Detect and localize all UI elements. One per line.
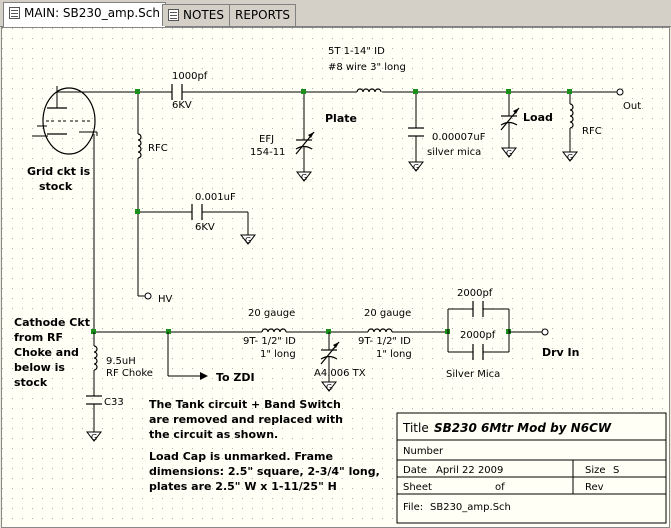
grid-note-2: stock xyxy=(39,180,73,193)
number-label: Number xyxy=(403,446,444,457)
cathode-note-5: stock xyxy=(14,376,48,389)
ground-label-6: G xyxy=(91,433,97,442)
cap-001-voltage: 6KV xyxy=(195,222,215,233)
tab-notes[interactable]: NOTES xyxy=(162,4,230,26)
note-line-1: The Tank circuit + Band Switch xyxy=(149,398,341,411)
plate-label: Plate xyxy=(325,112,357,125)
file-label: File: xyxy=(403,502,423,513)
note-line-6: plates are 2.5" W x 1-11/25" H xyxy=(149,480,337,493)
grid-note-1: Grid ckt is xyxy=(27,165,91,178)
drv-in-terminal xyxy=(541,328,549,336)
title-value: SB230 6Mtr Mod by N6CW xyxy=(434,421,612,435)
tab-reports[interactable]: REPORTS xyxy=(229,4,297,26)
rfc-right-coil xyxy=(569,103,574,129)
tab-notes-label: NOTES xyxy=(183,8,224,22)
cathode-note-4: below is xyxy=(14,361,65,374)
date-label: Date xyxy=(403,465,427,476)
schematic-canvas: 1000pf 6KV 5T 1-14" ID #8 wire 3" long O… xyxy=(2,28,669,527)
efj-part-label: 154-11 xyxy=(250,147,285,158)
size-value: S xyxy=(613,465,619,476)
cathode-note-3: Choke and xyxy=(14,346,79,359)
schematic-sheet[interactable]: 1000pf 6KV 5T 1-14" ID #8 wire 3" long O… xyxy=(1,27,670,528)
title-block: Title SB230 6Mtr Mod by N6CW Number Date… xyxy=(396,412,667,524)
ground-label: G xyxy=(245,236,251,245)
ground-label-3: G xyxy=(413,163,419,172)
cap-2000-b-label: 2000pf xyxy=(460,330,496,341)
schematic-icon xyxy=(9,7,20,19)
gauge-a-label: 20 gauge xyxy=(248,308,295,319)
coil-5t-label: 5T 1-14" ID xyxy=(328,46,385,57)
ground-label-4: G xyxy=(506,149,512,158)
title-label: Title xyxy=(402,421,429,435)
file-value: SB230_amp.Sch xyxy=(430,502,511,513)
rfc-right-label: RFC xyxy=(582,126,602,137)
coil-a-label-2: 1" long xyxy=(260,349,296,360)
coil-5t-wire: #8 wire 3" long xyxy=(328,62,406,73)
hv-terminal xyxy=(144,292,152,300)
coil-9t-a xyxy=(261,328,287,333)
vacuum-tube xyxy=(32,86,98,155)
c33-label: C33 xyxy=(104,397,124,408)
to-zdi-label: To ZDI xyxy=(216,371,255,384)
drv-in-label: Drv In xyxy=(542,346,579,359)
rf-choke-coil xyxy=(93,345,98,371)
rfc-left-coil xyxy=(137,133,142,159)
load-label: Load xyxy=(523,111,553,124)
sheet-label: Sheet xyxy=(403,482,432,493)
notes-icon xyxy=(168,9,179,21)
size-label: Size xyxy=(585,465,606,476)
hv-label: HV xyxy=(158,294,173,305)
cathode-note-1: Cathode Ckt xyxy=(14,316,90,329)
ground-label-5: G xyxy=(567,153,573,162)
cap-2000-a-label: 2000pf xyxy=(457,288,493,299)
note-line-5: dimensions: 2.5" square, 2-3/4" long, xyxy=(149,465,380,478)
capacitor-1000pf xyxy=(171,84,183,100)
plate-bus xyxy=(56,86,617,93)
silver-mica-label: silver mica xyxy=(427,147,481,158)
of-label: of xyxy=(495,482,505,493)
coil-9t-b xyxy=(367,328,393,333)
gauge-b-label: 20 gauge xyxy=(364,308,411,319)
ground-label-7: G xyxy=(326,383,332,392)
date-value: April 22 2009 xyxy=(436,465,503,476)
coil-a-label-1: 9T- 1/2" ID xyxy=(243,336,296,347)
cap-001-label: 0.001uF xyxy=(195,192,236,203)
silver-mica-b-label: Silver Mica xyxy=(446,369,500,380)
ground-label-2: G xyxy=(301,173,307,182)
coil-b-label-1: 9T- 1/2" ID xyxy=(358,336,411,347)
rfc-left-label: RFC xyxy=(148,143,168,154)
note-line-4: Load Cap is unmarked. Frame xyxy=(149,450,333,463)
a4006-label: A4.006 TX xyxy=(314,368,366,379)
cap-1000pf-label: 1000pf xyxy=(172,71,208,82)
out-terminal xyxy=(616,88,624,96)
choke-value-label: 9.5uH xyxy=(106,356,136,367)
tab-bar: MAIN: SB230_amp.Sch NOTES REPORTS xyxy=(0,0,671,27)
coil-b-label-2: 1" long xyxy=(376,349,412,360)
choke-name-label: RF Choke xyxy=(106,368,153,379)
rev-label: Rev xyxy=(585,482,604,493)
arrow-icon xyxy=(200,372,208,380)
coil-5t xyxy=(356,88,382,93)
tab-main-label: MAIN: SB230_amp.Sch xyxy=(24,6,160,20)
tab-main[interactable]: MAIN: SB230_amp.Sch xyxy=(3,2,166,27)
note-line-2: are removed and replaced with xyxy=(149,413,343,426)
note-line-3: the circuit as shown. xyxy=(149,428,278,441)
cap-1000pf-voltage: 6KV xyxy=(172,100,192,111)
efj-label: EFJ xyxy=(259,134,274,145)
cap-00007-label: 0.00007uF xyxy=(432,132,486,143)
out-label: Out xyxy=(623,101,641,112)
cathode-note-2: from RF xyxy=(14,331,63,344)
tab-reports-label: REPORTS xyxy=(235,8,291,22)
